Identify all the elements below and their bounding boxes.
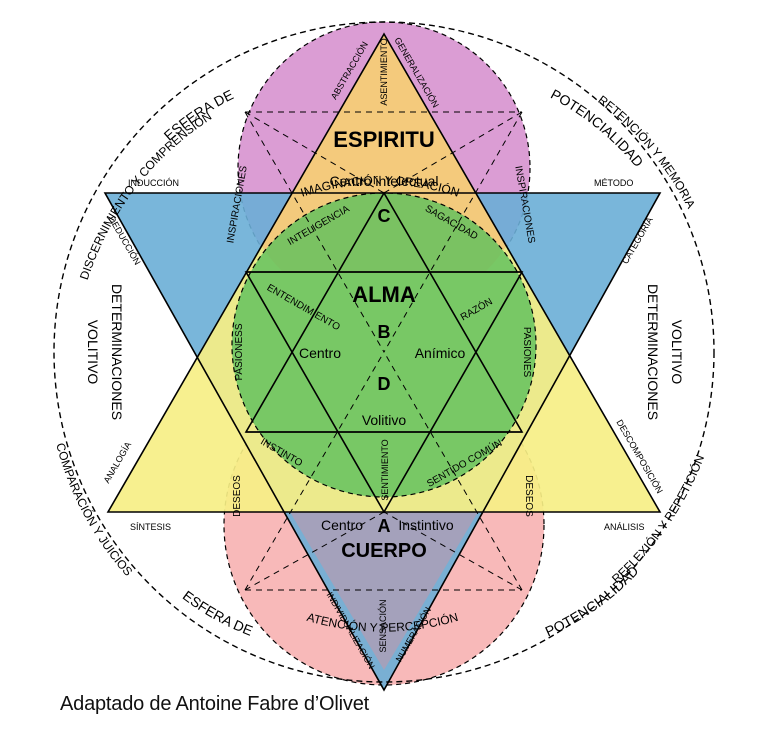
body-lower-triangle (290, 512, 478, 670)
label-volitivo-center: Volitivo (362, 412, 407, 428)
label-letter-a: A (378, 516, 391, 536)
label-sentimiento: SENTIMIENTO (380, 439, 390, 500)
downward-triangle-outline (103, 192, 662, 692)
label-analisis: ANÁLISIS (604, 522, 645, 532)
label-letter-b: B (378, 322, 391, 342)
left-determinaciones: DETERMINACIONES (109, 284, 125, 420)
shapes-layer (53, 21, 715, 690)
dash-1 (244, 111, 385, 353)
label-asentimiento-top: ASENTIMIENTO (379, 38, 389, 105)
right-determinaciones: DETERMINACIONES (645, 284, 661, 420)
outer-lower-right-sphere: POTENCIALIDAD (543, 563, 642, 640)
dash-5 (244, 111, 385, 194)
dash-3 (244, 351, 385, 591)
label-pasiones-left: PASIONESS (234, 323, 245, 380)
dash-2 (383, 111, 523, 353)
label-espiritu: ESPIRITU (333, 127, 434, 152)
label-animico: Anímico (415, 345, 466, 361)
left-volitivo: VOLITIVO (85, 320, 101, 385)
label-sensacion: SENSACIÓN (378, 599, 388, 652)
dash-6 (383, 111, 523, 194)
label-letter-c: C (378, 206, 391, 226)
dash-7 (244, 511, 385, 591)
outer-upper-left-sphere: ESFERA DE (161, 86, 236, 143)
credit-caption: Adaptado de Antoine Fabre d’Olivet (60, 693, 369, 715)
label-cuerpo: CUERPO (341, 540, 427, 562)
label-metodo: MÉTODO (594, 178, 633, 188)
label-letter-d: D (378, 374, 391, 394)
right-volitivo: VOLITIVO (669, 320, 685, 385)
label-centro-inst: Centro (321, 517, 363, 533)
label-deseos-right: DESEOS (523, 475, 534, 517)
dashed-lines (244, 111, 523, 591)
label-sintesis: SÍNTESIS (130, 522, 171, 532)
label-centro-mid: Centro (299, 345, 341, 361)
label-pasiones-right: PASIONES (521, 327, 532, 378)
label-induccion: INDUCCIÓN (128, 178, 179, 188)
label-instintivo: Instintivo (398, 517, 453, 533)
label-centro-intelectual: Centro intelectual (330, 173, 439, 189)
label-deseos-left: DESEOS (232, 475, 243, 517)
dash-8 (383, 511, 523, 591)
label-alma: ALMA (352, 282, 416, 307)
outer-dashed-circle (53, 21, 715, 683)
dash-4 (383, 351, 523, 591)
